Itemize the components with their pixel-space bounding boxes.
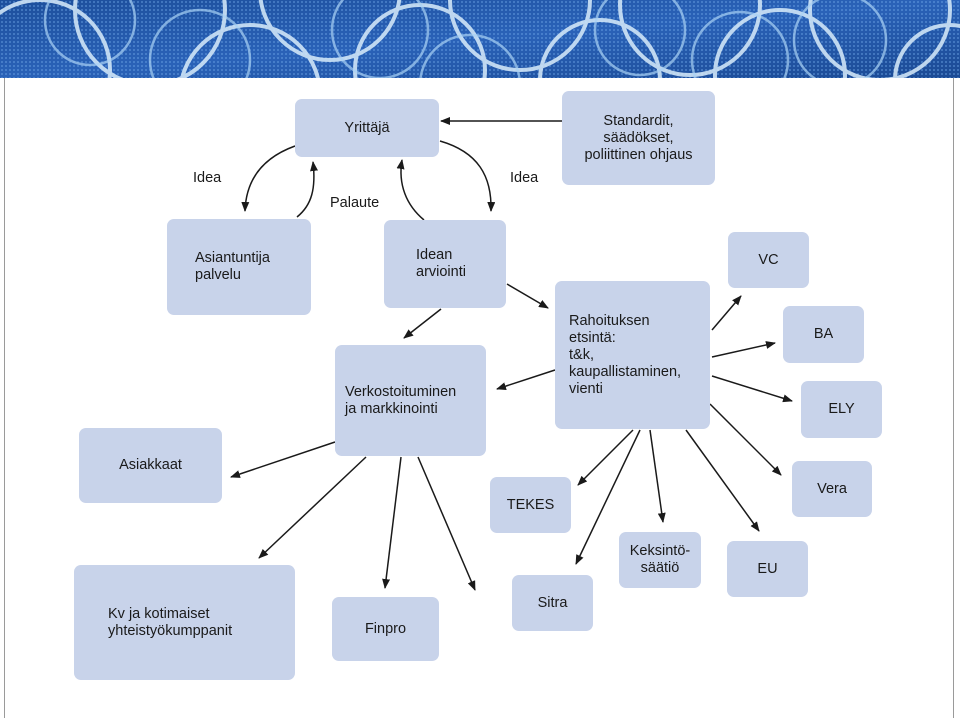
arrow-rahoitus-vera — [709, 403, 782, 476]
node-verkostoituminen: Verkostoituminen ja markkinointi — [335, 345, 486, 456]
arrow-rahoitus-keksintosaatio — [649, 429, 666, 523]
arrow-arviointi-verkostoituminen — [403, 308, 442, 339]
node-finpro: Finpro — [332, 597, 439, 661]
arrow-rahoitus-tekes — [577, 429, 634, 486]
slide-frame — [4, 78, 954, 718]
arrow-idean-arviointi-yrittaja — [396, 159, 425, 221]
node-rahoituksen-etsinta: Rahoituksen etsintä: t&k, kaupallistamin… — [555, 281, 710, 429]
arrow-asiantuntija-yrittaja — [296, 161, 319, 218]
arrow-yrittaja-asiantuntija — [241, 145, 296, 212]
arrow-arviointi-rahoitus — [506, 283, 549, 309]
node-ba: BA — [783, 306, 864, 363]
node-tekes: TEKES — [490, 477, 571, 533]
arrow-verkostoituminen-down — [417, 456, 476, 591]
arrow-rahoitus-ba — [711, 341, 776, 358]
node-keksintosaatio: Keksintö- säätiö — [619, 532, 701, 588]
node-vera: Vera — [792, 461, 872, 517]
label-palaute: Palaute — [330, 195, 380, 211]
node-eu: EU — [727, 541, 808, 597]
arrow-rahoitus-vc — [711, 295, 742, 331]
arrow-rahoitus-sitra — [575, 429, 641, 565]
node-yrittaja: Yrittäjä — [295, 99, 439, 157]
arrow-rahoitus-ely — [711, 375, 793, 403]
label-idea-left: Idea — [193, 170, 222, 186]
arrow-verkostoituminen-finpro — [382, 456, 402, 589]
node-asiantuntija-palvelu: Asiantuntija palvelu — [167, 219, 311, 315]
node-asiakkaat: Asiakkaat — [79, 428, 222, 503]
arrow-yrittaja-idean-arviointi — [439, 140, 496, 212]
arrow-verkostoituminen-asiakkaat — [230, 441, 336, 478]
node-vc: VC — [728, 232, 809, 288]
node-ely: ELY — [801, 381, 882, 438]
arrow-rahoitus-eu — [685, 429, 760, 532]
node-idean-arviointi: Idean arviointi — [384, 220, 506, 308]
arrow-rahoitus-verkostoituminen — [496, 369, 556, 390]
node-standardit: Standardit, säädökset, poliittinen ohjau… — [562, 91, 715, 185]
node-sitra: Sitra — [512, 575, 593, 631]
label-idea-right: Idea — [510, 170, 539, 186]
decorative-banner — [0, 0, 960, 78]
node-kv-kotimaiset: Kv ja kotimaiset yhteistyökumppanit — [74, 565, 295, 680]
arrow-verkostoituminen-kv — [258, 456, 367, 559]
